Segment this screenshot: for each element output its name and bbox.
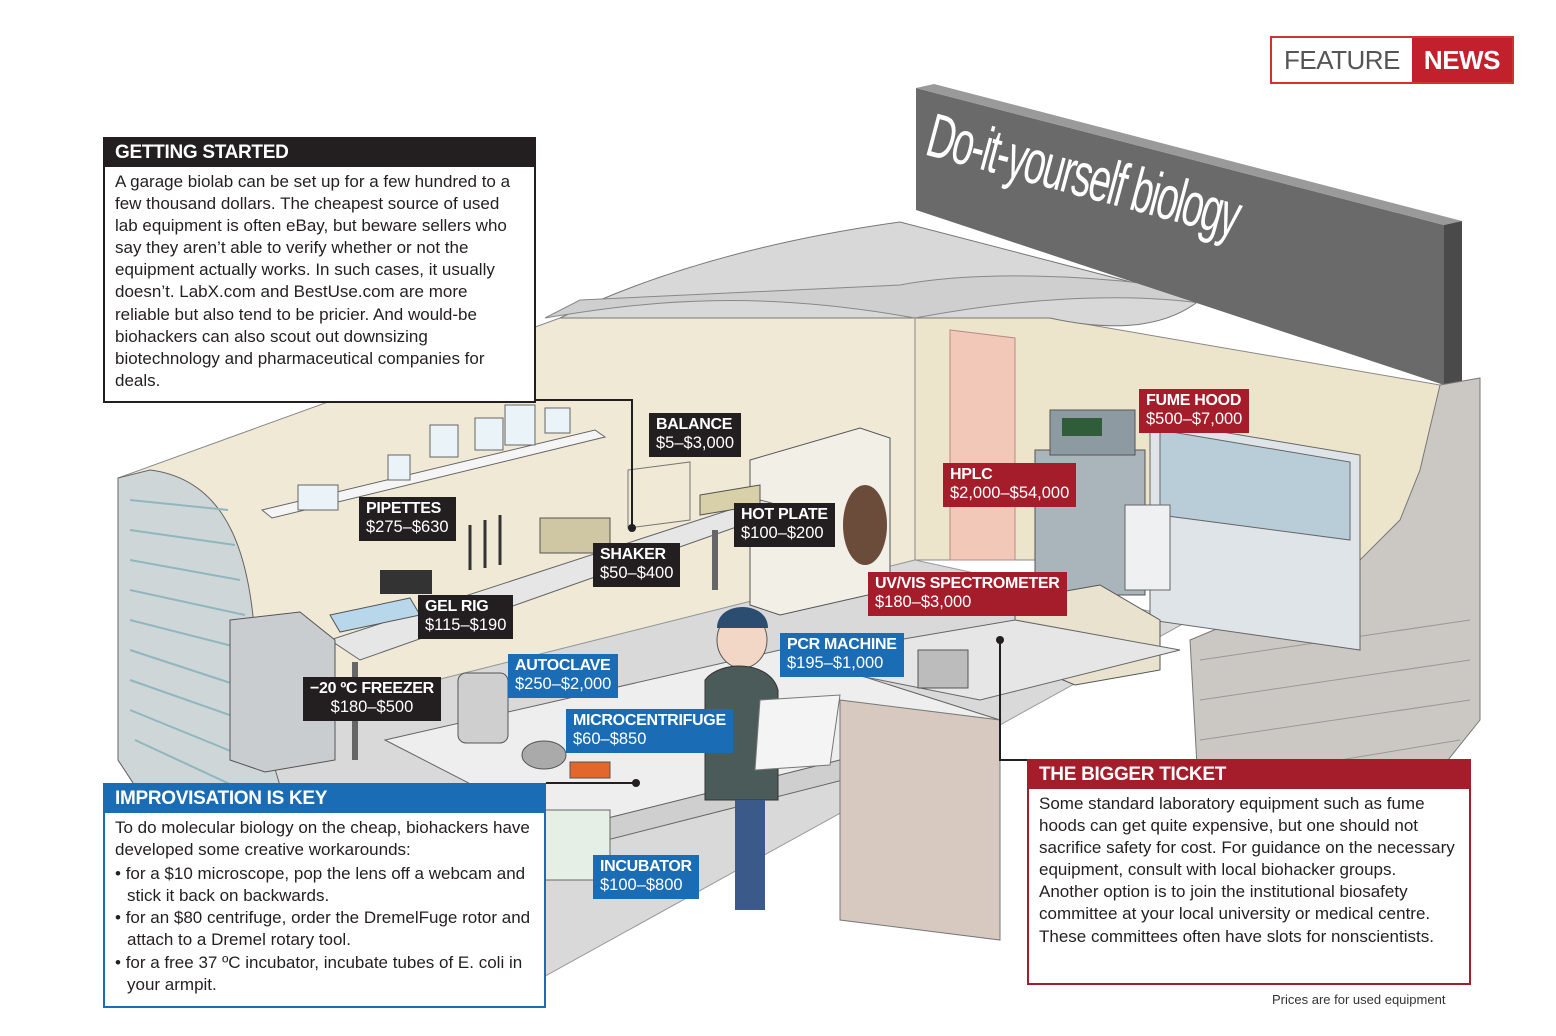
bigger-ticket-box: THE BIGGER TICKET Some standard laborato…	[1027, 759, 1471, 985]
label-pcr-machine: PCR MACHINE $195–$1,000	[780, 633, 904, 678]
label-name: GEL RIG	[425, 598, 489, 615]
label-price: $180–$500	[330, 698, 414, 717]
label-price: $115–$190	[425, 616, 507, 635]
label-autoclave: AUTOCLAVE $250–$2,000	[508, 654, 619, 699]
bigger-ticket-body: Some standard laboratory equipment such …	[1039, 794, 1455, 946]
label-price: $60–$850	[573, 730, 647, 749]
label-uv-vis-spectrometer: UV/VIS SPECTROMETER $180–$3,000	[868, 572, 1067, 617]
label-price: $180–$3,000	[875, 593, 972, 612]
list-item: for an $80 centrifuge, order the DremelF…	[115, 907, 534, 951]
gel-rig	[380, 570, 432, 594]
improvisation-intro: To do molecular biology on the cheap, bi…	[115, 818, 530, 860]
label-price: $50–$400	[600, 564, 674, 583]
pcr-machine	[917, 649, 969, 689]
label-name: PCR MACHINE	[787, 636, 897, 653]
label-name: FUME HOOD	[1146, 392, 1242, 409]
pcr-bench	[779, 619, 1181, 701]
label-name: BALANCE	[656, 416, 733, 433]
label-name: PIPETTES	[366, 500, 441, 517]
label-microcentrifuge: MICROCENTRIFUGE $60–$850	[566, 709, 733, 754]
getting-started-box: GETTING STARTED A garage biolab can be s…	[103, 137, 536, 403]
getting-started-heading: GETTING STARTED	[105, 139, 534, 167]
label-price: $250–$2,000	[515, 675, 612, 694]
label-name: −20 ºC FREEZER	[310, 680, 434, 697]
footnote: Prices are for used equipment	[1272, 992, 1446, 1007]
autoclave	[457, 672, 509, 744]
improvisation-heading: IMPROVISATION IS KEY	[105, 785, 544, 813]
label-price: $5–$3,000	[656, 434, 734, 453]
label-price: $2,000–$54,000	[950, 484, 1070, 503]
label-fume-hood: FUME HOOD $500–$7,000	[1139, 389, 1250, 434]
label-name: SHAKER	[600, 546, 666, 563]
list-item: for a $10 microscope, pop the lens off a…	[115, 863, 534, 907]
news-tag: NEWS	[1411, 38, 1512, 82]
label-freezer: −20 ºC FREEZER $180–$500	[303, 677, 441, 722]
label-name: AUTOCLAVE	[515, 657, 611, 674]
list-item: for a free 37 ºC incubator, incubate tub…	[115, 952, 534, 996]
improvisation-body: To do molecular biology on the cheap, bi…	[105, 813, 544, 1002]
getting-started-body: A garage biolab can be set up for a few …	[115, 172, 511, 390]
label-price: $100–$800	[600, 876, 683, 895]
section-tag: FEATURE NEWS	[1270, 36, 1514, 84]
label-gel-rig: GEL RIG $115–$190	[418, 595, 514, 640]
label-price: $100–$200	[741, 524, 824, 543]
label-price: $275–$630	[366, 518, 449, 537]
freezer	[229, 611, 336, 773]
label-pipettes: PIPETTES $275–$630	[359, 497, 456, 542]
label-incubator: INCUBATOR $100–$800	[593, 855, 699, 900]
label-hplc: HPLC $2,000–$54,000	[943, 463, 1077, 508]
laptop	[754, 694, 841, 771]
label-shaker: SHAKER $50–$400	[593, 543, 681, 588]
label-name: HPLC	[950, 466, 993, 483]
title-banner	[916, 88, 1462, 395]
label-balance: BALANCE $5–$3,000	[649, 413, 741, 458]
label-name: MICROCENTRIFUGE	[573, 712, 726, 729]
label-price: $500–$7,000	[1146, 410, 1243, 429]
label-name: HOT PLATE	[741, 506, 828, 523]
improvisation-box: IMPROVISATION IS KEY To do molecular bio…	[103, 783, 546, 1008]
label-name: INCUBATOR	[600, 858, 692, 875]
bigger-ticket-heading: THE BIGGER TICKET	[1029, 761, 1469, 789]
feature-tag: FEATURE	[1272, 38, 1412, 82]
shelf	[260, 429, 607, 519]
label-price: $195–$1,000	[787, 654, 884, 673]
improvisation-list: for a $10 microscope, pop the lens off a…	[115, 863, 534, 996]
label-name: UV/VIS SPECTROMETER	[875, 575, 1060, 592]
door	[949, 329, 1016, 561]
label-hot-plate: HOT PLATE $100–$200	[734, 503, 835, 548]
balance-case	[627, 461, 691, 529]
